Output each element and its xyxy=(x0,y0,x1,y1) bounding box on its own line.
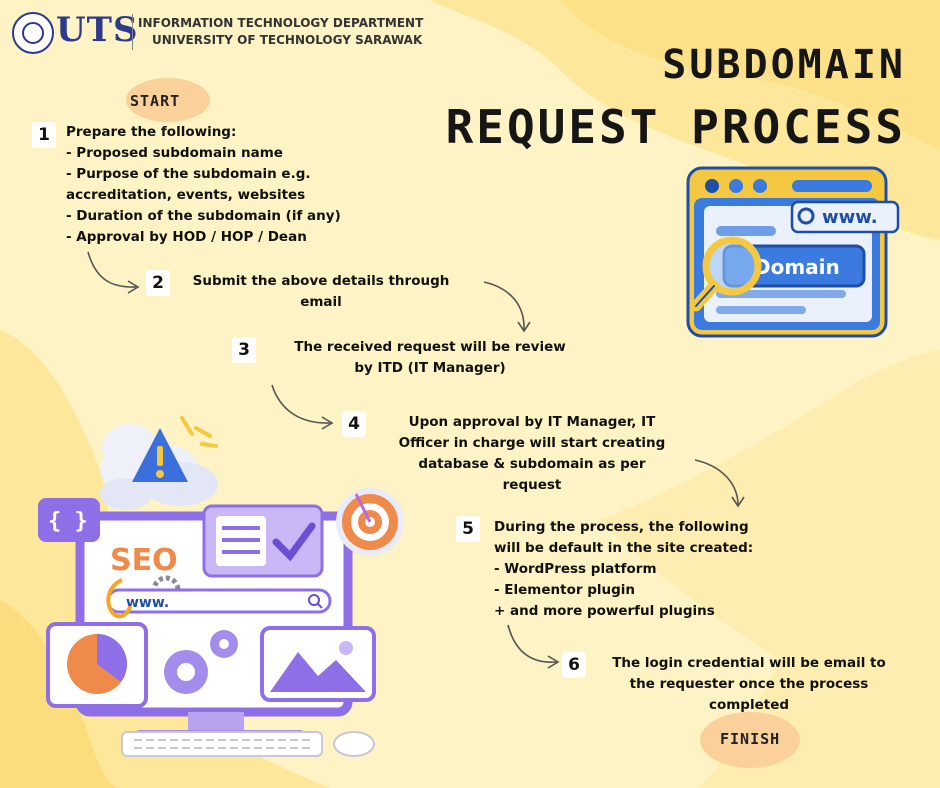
magnifier-icon xyxy=(690,236,762,312)
step-4-number: 4 xyxy=(342,411,366,437)
target-icon xyxy=(336,488,404,556)
step-1-number: 1 xyxy=(32,122,56,148)
step-3-text: The received request will be review by I… xyxy=(294,339,566,376)
uts-logo-text: UTS xyxy=(56,10,139,50)
search-bar-icon xyxy=(308,594,320,606)
header-divider xyxy=(132,14,133,50)
step-5-text: During the process, the following will b… xyxy=(494,519,754,619)
step-6-text: The login credential will be email to th… xyxy=(612,655,886,713)
title-line-2: REQUEST PROCESS xyxy=(445,100,906,154)
search-icon xyxy=(797,207,815,225)
link-chain-icon xyxy=(106,578,132,619)
step-5-number: 5 xyxy=(456,516,480,542)
step-1-text: Prepare the following: - Proposed subdom… xyxy=(66,124,341,245)
url-pill xyxy=(790,200,900,234)
keyboard-icon xyxy=(121,731,323,757)
warning-icon xyxy=(132,416,218,482)
pie-chart-card-icon xyxy=(46,622,148,708)
gears-icon xyxy=(164,630,238,694)
finish-label: FINISH xyxy=(720,730,781,748)
title-line-1: SUBDOMAIN xyxy=(662,42,906,88)
university-seal-icon xyxy=(12,12,54,54)
university-name: UNIVERSITY OF TECHNOLOGY SARAWAK xyxy=(152,33,423,47)
url-text: www. xyxy=(822,207,878,228)
department-name: INFORMATION TECHNOLOGY DEPARTMENT xyxy=(138,16,424,30)
search-bar-text: www. xyxy=(126,595,169,611)
mouse-icon xyxy=(333,731,375,757)
step-2-text: Submit the above details through email xyxy=(192,273,450,310)
seo-label: SEO xyxy=(110,543,178,578)
step-6-number: 6 xyxy=(562,652,586,678)
checklist-card-icon xyxy=(202,504,324,578)
braces-text: { } xyxy=(48,509,88,534)
step-2-number: 2 xyxy=(146,270,170,296)
code-braces-icon xyxy=(38,498,100,542)
step-3-number: 3 xyxy=(232,337,256,363)
step-4-text: Upon approval by IT Manager, IT Officer … xyxy=(398,414,666,493)
domain-label: Domain xyxy=(754,255,840,279)
image-card-icon xyxy=(260,626,376,702)
start-label: START xyxy=(130,92,181,110)
